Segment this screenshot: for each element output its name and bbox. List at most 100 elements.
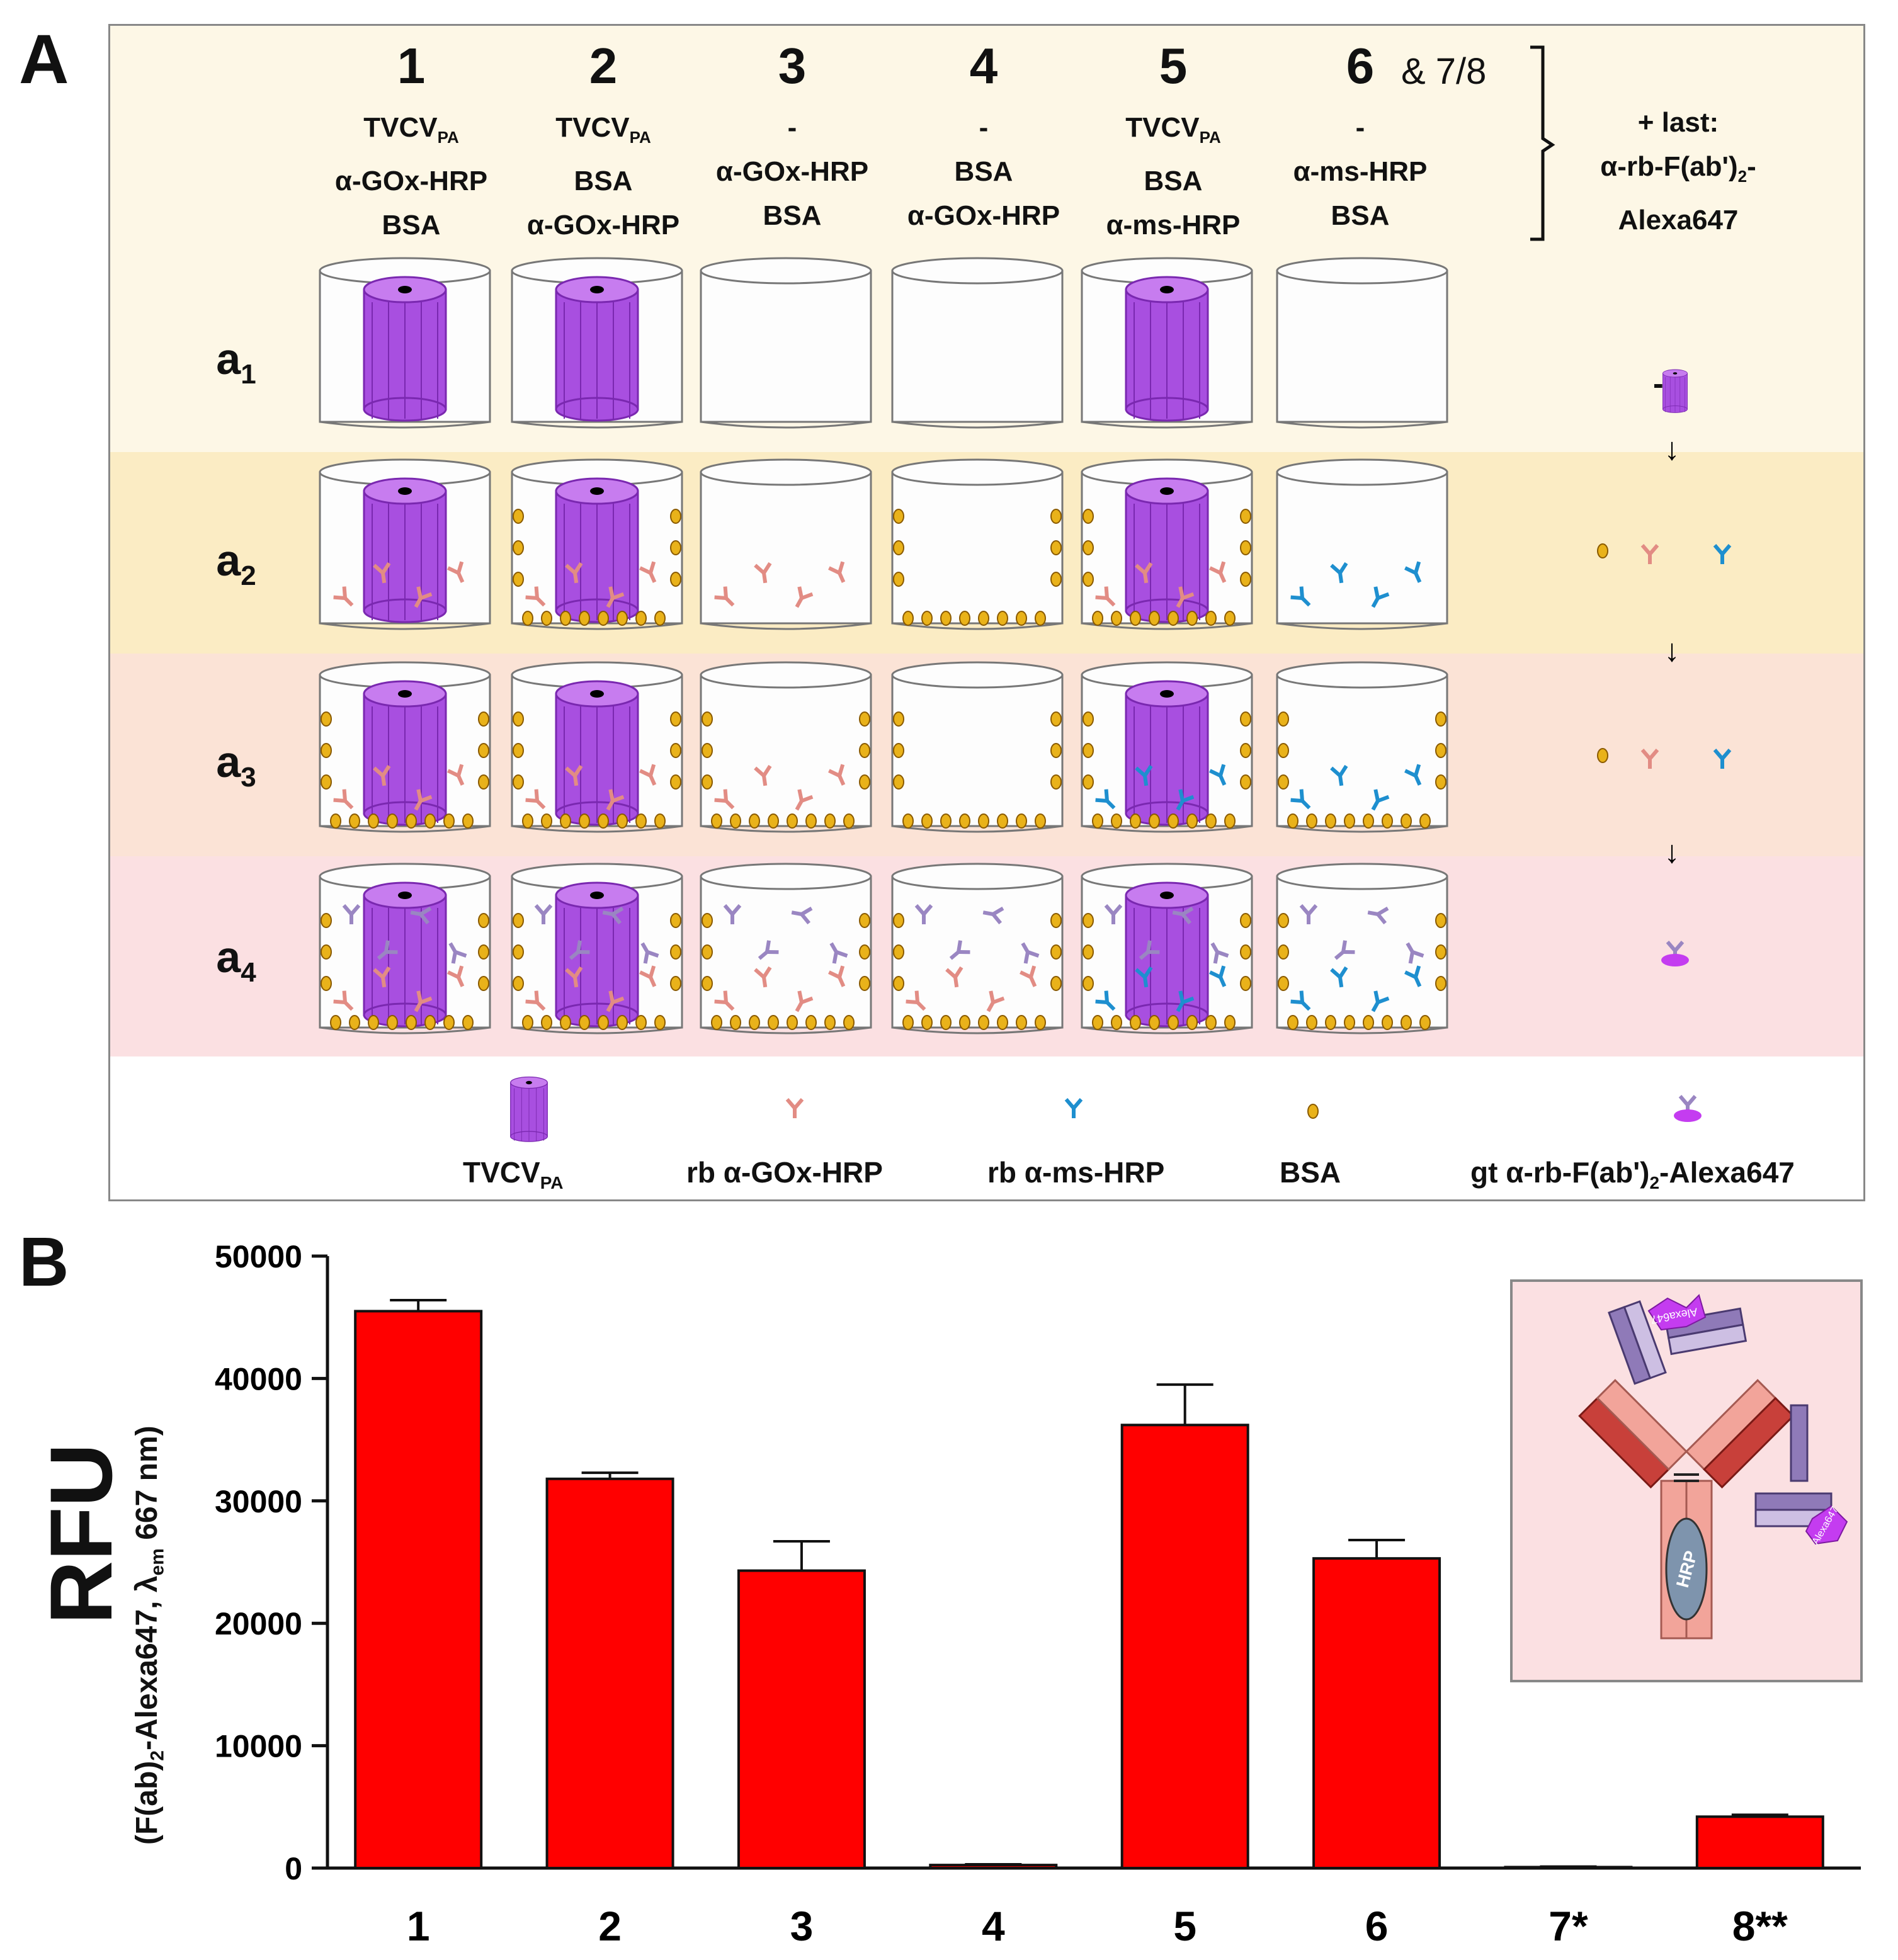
bsa-icon [670, 774, 681, 790]
bsa-icon [1168, 611, 1179, 626]
bsa-icon [768, 1015, 779, 1030]
bsa-icon [859, 976, 870, 991]
well-bottom [511, 622, 683, 630]
antibody-icon [639, 561, 657, 583]
well-bottom [511, 825, 683, 833]
bsa-icon [1287, 813, 1298, 829]
arrow-icon: ↓ [1664, 834, 1680, 870]
bsa-icon [1083, 944, 1094, 960]
bsa-icon [893, 509, 904, 524]
bsa-icon [1435, 743, 1446, 758]
bsa-icon [940, 813, 952, 829]
well-body [1276, 471, 1448, 625]
bsa-icon [541, 1015, 552, 1030]
antibody-icon [714, 990, 735, 1011]
well-body [700, 269, 872, 423]
well-bottom [1081, 825, 1253, 833]
y-tick-label: 0 [285, 1851, 302, 1886]
bsa-icon [1363, 1015, 1374, 1030]
y-tick-label: 20000 [215, 1606, 302, 1641]
bsa-icon [670, 572, 681, 587]
bsa-icon [513, 743, 524, 758]
bsa-icon [1344, 1015, 1355, 1030]
bsa-icon [670, 913, 681, 928]
bsa-icon [1083, 743, 1094, 758]
tvcv-channel [590, 487, 604, 495]
antibody-icon [447, 764, 465, 786]
bsa-icon [1278, 944, 1289, 960]
antibody-icon [606, 990, 625, 1012]
well-body [891, 471, 1064, 625]
bsa-icon [541, 813, 552, 829]
bsa-icon [859, 913, 870, 928]
bsa-icon [749, 1015, 760, 1030]
well-rim [1276, 863, 1448, 890]
bsa-icon [1050, 711, 1062, 727]
bsa-icon [893, 743, 904, 758]
antibody-icon [640, 942, 659, 964]
antibody-icon [534, 904, 553, 924]
bsa-icon [560, 611, 571, 626]
bsa-icon [1130, 813, 1141, 829]
tvcv-channel [1160, 286, 1174, 293]
well-bottom [1276, 1026, 1448, 1034]
bsa-icon [1224, 1015, 1236, 1030]
bsa-icon [1240, 711, 1251, 727]
bsa-icon [902, 813, 914, 829]
bsa-icon [1344, 813, 1355, 829]
bsa-icon [702, 944, 713, 960]
tvcv-channel [590, 690, 604, 698]
antibody-icon [1095, 586, 1116, 607]
antibody-icon [606, 586, 625, 608]
bsa-icon [1435, 774, 1446, 790]
bsa-icon [1186, 611, 1198, 626]
bsa-icon [893, 774, 904, 790]
bsa-icon [1278, 976, 1289, 991]
bsa-icon [893, 944, 904, 960]
well-bottom [892, 622, 1063, 630]
bsa-icon [805, 1015, 817, 1030]
well-rim [891, 257, 1064, 285]
antibody-icon [525, 586, 546, 607]
bsa-icon [1050, 743, 1062, 758]
well-bottom [892, 825, 1063, 833]
well-r4-c4 [891, 863, 1064, 1034]
bsa-icon [1050, 572, 1062, 587]
tvcv-channel [590, 286, 604, 293]
antibody-icon [569, 940, 590, 960]
bsa-icon [859, 743, 870, 758]
antibody-icon [829, 942, 848, 964]
antibody-icon [1210, 942, 1229, 964]
well-bottom [1276, 622, 1448, 630]
bsa-icon [579, 1015, 590, 1030]
well-r3-c5 [1081, 661, 1253, 833]
antibody-icon [333, 586, 354, 607]
column-number: 3 [778, 38, 807, 94]
bsa-icon [1186, 813, 1198, 829]
bsa-icon [1083, 540, 1094, 555]
antibody-icon [1064, 1098, 1083, 1118]
bsa-icon [1306, 1015, 1317, 1030]
well-body [1276, 269, 1448, 423]
bsa-icon [843, 1015, 855, 1030]
antibody-icon [1713, 749, 1732, 769]
bsa-icon [959, 611, 970, 626]
antibody-icon [1095, 990, 1116, 1011]
bsa-icon [711, 813, 722, 829]
y-tick-label: 50000 [215, 1239, 302, 1274]
antibody-icon [1139, 940, 1160, 960]
well-r2-c6 [1276, 458, 1448, 630]
antibody-icon [1135, 764, 1153, 786]
bsa-icon [635, 1015, 647, 1030]
x-tick-label: 7* [1549, 1903, 1588, 1949]
well-r3-c3 [700, 661, 872, 833]
bsa-icon [617, 1015, 628, 1030]
antibody-icon [1404, 561, 1422, 583]
bsa-icon [406, 1015, 417, 1030]
x-tick-label: 5 [1173, 1903, 1196, 1949]
bsa-icon [1401, 1015, 1412, 1030]
antibody-icon [1176, 789, 1195, 811]
well-bottom [1081, 421, 1253, 429]
antibody-icon [1290, 990, 1311, 1011]
bsa-icon [321, 913, 332, 928]
